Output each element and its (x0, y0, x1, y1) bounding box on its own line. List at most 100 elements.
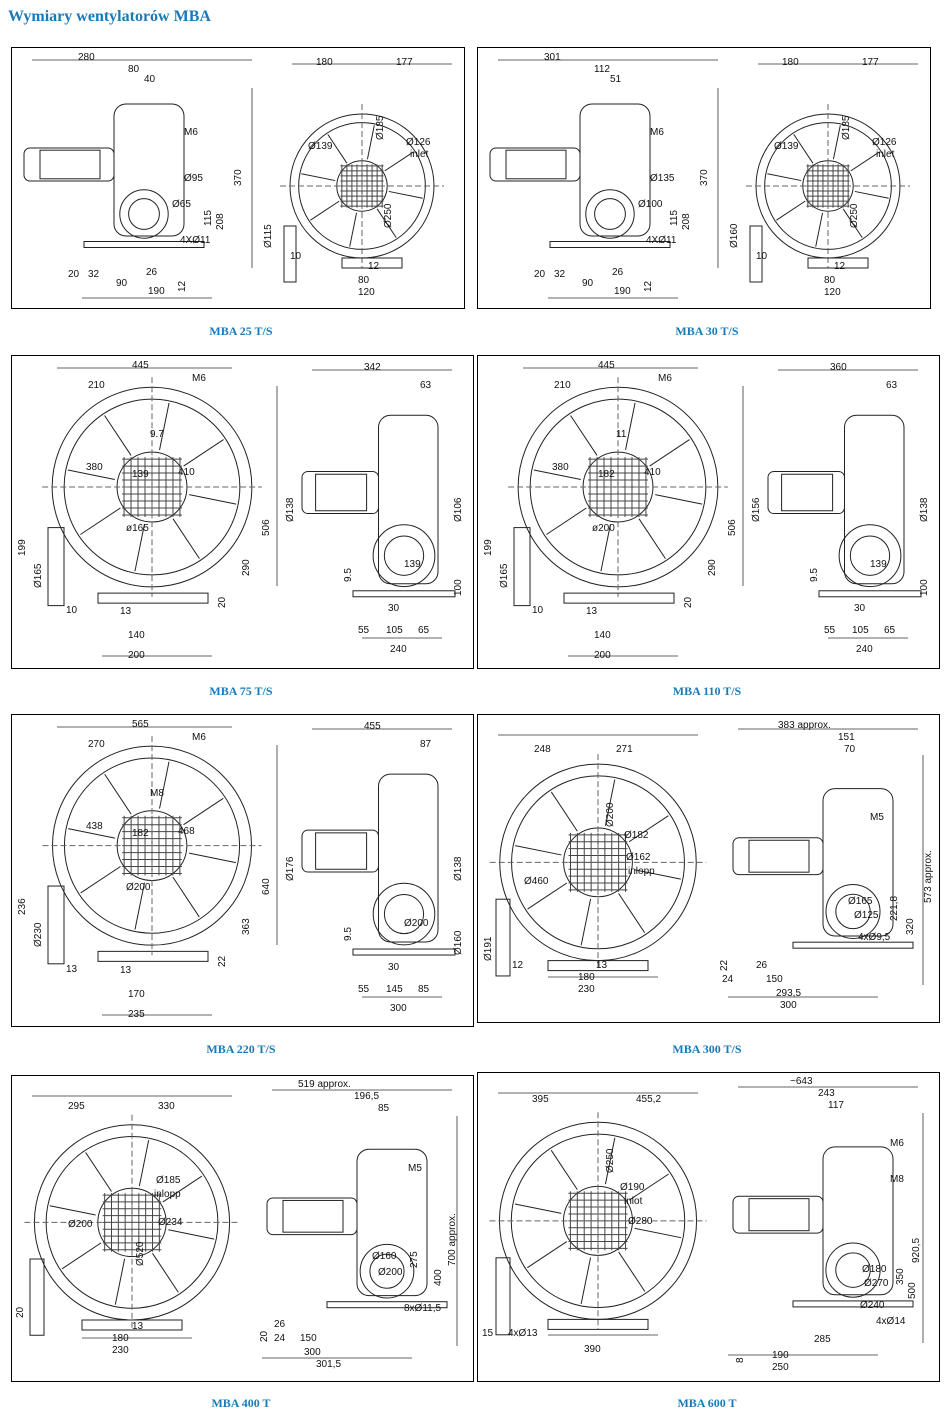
dimension-label: 87 (420, 739, 432, 750)
dimension-label: Ø250 (849, 203, 860, 228)
dimension-label: 12 (368, 261, 380, 272)
dimension-label: 13 (132, 1321, 144, 1332)
dimension-label: inlot (624, 1196, 643, 1207)
dimension-label: 380 (86, 462, 103, 473)
dimension-label: 13 (120, 606, 132, 617)
dimension-label: 350 (895, 1268, 906, 1285)
dimension-label: Ø139 (308, 141, 333, 152)
dimension-label: 363 (241, 918, 252, 935)
dimension-label: Ø191 (483, 936, 494, 961)
dimension-label: 20 (15, 1306, 26, 1318)
dimension-label: Ø234 (158, 1217, 183, 1228)
dimension-label: 51 (610, 74, 622, 85)
dimension-label: 190 (772, 1350, 789, 1361)
dimension-label: Ø270 (864, 1278, 889, 1289)
fan-drawing (489, 1086, 924, 1356)
dimension-label: Ø185 (841, 115, 852, 140)
dimension-label: 11 (616, 429, 627, 440)
dimension-label: Ø165 (848, 896, 873, 907)
dimension-label: Ø182 (624, 830, 649, 841)
dimension-label: 290 (241, 559, 252, 576)
dimension-label: 9.5 (809, 568, 820, 582)
dimension-label: 370 (699, 169, 710, 186)
dimension-label: 105 (386, 625, 403, 636)
dimension-label: Ø156 (751, 497, 762, 522)
dimension-label: 445 (598, 360, 615, 371)
dimension-label: 13 (66, 964, 78, 975)
dimension-label: 26 (612, 267, 624, 278)
dimension-label: 573 approx. (923, 850, 934, 903)
dimension-label: ~643 (790, 1076, 813, 1087)
dimension-label: 120 (358, 287, 375, 298)
dimension-label: 240 (390, 644, 407, 655)
dimension-label: 32 (88, 269, 100, 280)
dimension-label: 200 (128, 650, 145, 661)
dimension-label: 85 (418, 984, 430, 995)
model-caption: MBA 600 T (677, 1396, 737, 1410)
dimension-label: 468 (178, 826, 195, 837)
dimension-label: 300 (390, 1003, 407, 1014)
dimension-label: Ø250 (605, 1148, 616, 1173)
dimension-label: 455 (364, 721, 381, 732)
dimension-label: 506 (261, 519, 272, 536)
dimension-label: Ø115 (263, 224, 274, 248)
dimension-label: Ø160 (729, 223, 740, 248)
dimension-label: 208 (681, 213, 692, 230)
dimension-label: Ø200 (126, 882, 151, 893)
dimension-label: 30 (854, 603, 866, 614)
dimension-label: 150 (300, 1333, 317, 1344)
dimension-label: 80 (128, 64, 140, 75)
dimension-label: 301,5 (316, 1359, 342, 1370)
dimension-label: Ø106 (453, 497, 464, 522)
dimension-label: 221,8 (889, 895, 900, 921)
dimension-label: 65 (884, 625, 896, 636)
dimension-label: 151 (838, 732, 855, 743)
dimension-label: 300 (304, 1347, 321, 1358)
dimension-label: 210 (554, 380, 571, 391)
fan-drawing (24, 1089, 458, 1359)
fan-drawing (42, 367, 456, 657)
dimension-label: 4XØ11 (646, 235, 677, 246)
dimension-label: 410 (644, 467, 661, 478)
dimension-label: M6 (890, 1138, 904, 1149)
dimension-label: 22 (217, 955, 228, 967)
dimension-label: inlopp (154, 1189, 181, 1200)
dimension-label: 370 (233, 169, 244, 186)
dimension-label: 199 (483, 539, 494, 556)
dimension-label: 30 (388, 603, 400, 614)
dimension-label: 360 (830, 362, 847, 373)
dimension-label: 20 (68, 269, 80, 280)
dimension-label: Ø165 (33, 563, 44, 588)
dimension-label: 170 (128, 989, 145, 1000)
dimension-label: 26 (274, 1319, 286, 1330)
model-caption: MBA 25 T/S (209, 324, 273, 338)
dimension-label: 4xØ14 (876, 1316, 906, 1327)
dimension-label: M6 (658, 373, 672, 384)
dimension-label: 20 (683, 596, 694, 608)
dimension-label: 438 (86, 821, 103, 832)
dimension-label: Ø126 (872, 137, 897, 148)
dimension-label: 90 (116, 278, 128, 289)
dimension-label: 330 (158, 1101, 175, 1112)
dimension-label: 236 (17, 898, 28, 915)
dimension-label: 22 (719, 959, 730, 971)
dimension-label: 920,5 (911, 1237, 922, 1263)
model-caption: MBA 75 T/S (209, 684, 273, 698)
dimension-label: 55 (358, 984, 370, 995)
dimension-label: 383 approx. (778, 720, 831, 731)
dimension-label: 139 (870, 559, 887, 570)
dimension-label: Ø230 (33, 922, 44, 947)
dimension-label: 4xØ13 (508, 1328, 538, 1339)
dimension-label: Ø165 (499, 563, 510, 588)
dimension-label: 445 (132, 360, 149, 371)
dimension-label: 12 (177, 280, 188, 292)
dimension-label: Ø100 (638, 199, 663, 210)
dimension-label: 90 (582, 278, 594, 289)
dimension-label: 395 (532, 1094, 549, 1105)
dimension-label: 190 (614, 286, 631, 297)
dimension-label: 10 (756, 251, 768, 262)
dimension-label: 140 (594, 630, 611, 641)
dimension-label: 139 (404, 559, 421, 570)
